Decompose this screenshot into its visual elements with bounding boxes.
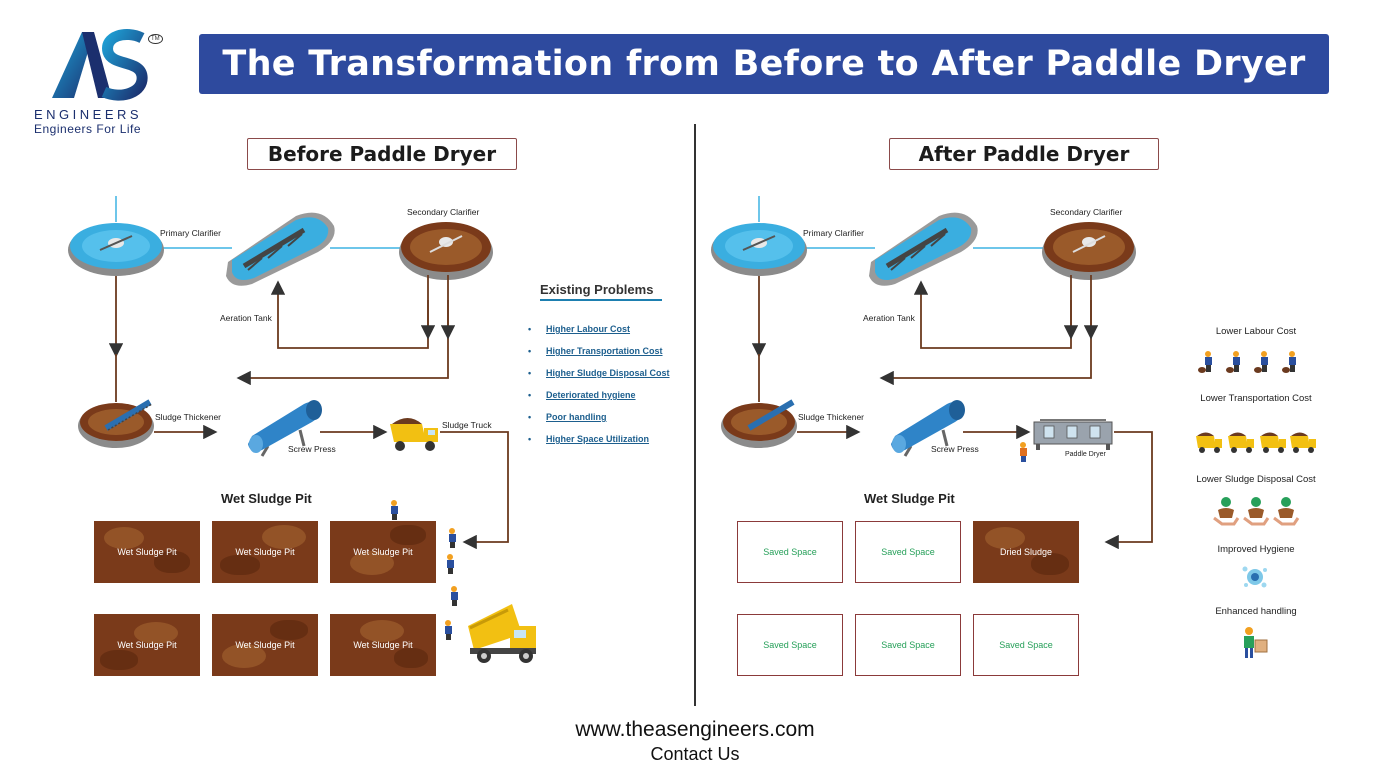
after-primary-clarifier-icon bbox=[711, 223, 807, 276]
page-title: The Transformation from Before to After … bbox=[222, 44, 1306, 84]
disposal-cost-icon bbox=[1213, 497, 1300, 526]
problems-title: Existing Problems bbox=[540, 282, 654, 297]
trademark-label: TM bbox=[148, 34, 163, 44]
wet-sludge-pit: Wet Sludge Pit bbox=[94, 614, 200, 676]
benefit-label: Lower Sludge Disposal Cost bbox=[1196, 474, 1316, 485]
after-aeration-tank-icon bbox=[869, 212, 978, 286]
before-process-diagram bbox=[68, 196, 536, 663]
after-secondary-clarifier-label: Secondary Clarifier bbox=[1050, 207, 1123, 217]
wet-sludge-pit: Wet Sludge Pit bbox=[212, 614, 318, 676]
before-sludge-truck-label: Sludge Truck bbox=[442, 420, 492, 430]
before-dump-truck-icon bbox=[468, 604, 536, 663]
paddle-dryer-label: Paddle Dryer bbox=[1065, 451, 1106, 458]
problem-item: •Poor handling bbox=[528, 412, 607, 422]
problem-item: •Higher Space Utilization bbox=[528, 434, 650, 444]
saved-space-box: Saved Space bbox=[737, 521, 843, 583]
saved-space-box: Saved Space bbox=[855, 614, 961, 676]
wet-sludge-pit: Wet Sludge Pit bbox=[94, 521, 200, 583]
title-banner: The Transformation from Before to After … bbox=[199, 34, 1329, 94]
wet-sludge-pit: Wet Sludge Pit bbox=[212, 521, 318, 583]
before-secondary-clarifier-icon bbox=[399, 222, 493, 280]
after-screw-press-icon bbox=[891, 400, 965, 457]
before-aeration-tank-label: Aeration Tank bbox=[220, 313, 272, 323]
benefit-label: Lower Transportation Cost bbox=[1200, 393, 1312, 404]
after-sludge-thickener-label: Sludge Thickener bbox=[798, 412, 864, 422]
hygiene-icon bbox=[1242, 566, 1267, 588]
before-screw-press-icon bbox=[248, 400, 322, 457]
logo-tagline: Engineers For Life bbox=[34, 122, 142, 136]
after-heading: After Paddle Dryer bbox=[889, 138, 1159, 170]
center-divider bbox=[694, 124, 696, 706]
after-pit-area-title: Wet Sludge Pit bbox=[864, 491, 955, 506]
handling-worker-icon bbox=[1244, 627, 1268, 658]
before-sludge-thickener-icon bbox=[78, 399, 154, 448]
paddle-dryer-icon bbox=[1033, 419, 1113, 450]
after-operator-icon bbox=[1020, 442, 1027, 462]
before-primary-clarifier-label: Primary Clarifier bbox=[160, 228, 221, 238]
after-screw-press-label: Screw Press bbox=[931, 444, 979, 454]
before-pit-area-title: Wet Sludge Pit bbox=[221, 491, 312, 506]
logo-company-name: ENGINEERS bbox=[34, 107, 143, 122]
wet-sludge-pit: Wet Sludge Pit bbox=[330, 614, 436, 676]
problem-item: •Higher Sludge Disposal Cost bbox=[528, 368, 670, 378]
before-sludge-thickener-label: Sludge Thickener bbox=[155, 412, 221, 422]
problems-underline bbox=[540, 299, 662, 301]
problem-item: •Higher Transportation Cost bbox=[528, 346, 663, 356]
after-primary-clarifier-label: Primary Clarifier bbox=[803, 228, 864, 238]
saved-space-box: Saved Space bbox=[973, 614, 1079, 676]
after-sludge-thickener-icon bbox=[721, 399, 797, 448]
problem-item: •Deteriorated hygiene bbox=[528, 390, 636, 400]
saved-space-box: Saved Space bbox=[855, 521, 961, 583]
before-secondary-clarifier-label: Secondary Clarifier bbox=[407, 207, 480, 217]
before-primary-clarifier-icon bbox=[68, 223, 164, 276]
benefit-label: Lower Labour Cost bbox=[1215, 326, 1297, 337]
before-aeration-tank-icon bbox=[226, 212, 335, 286]
after-secondary-clarifier-icon bbox=[1042, 222, 1136, 280]
labour-workers-icon bbox=[1198, 351, 1296, 373]
saved-space-box: Saved Space bbox=[737, 614, 843, 676]
website-url[interactable]: www.theasengineers.com bbox=[575, 718, 815, 741]
before-sludge-truck-icon bbox=[390, 418, 438, 451]
dried-sludge-box: Dried Sludge bbox=[973, 521, 1079, 583]
transport-trucks-icon bbox=[1196, 432, 1316, 453]
wet-sludge-pit: Wet Sludge Pit bbox=[330, 521, 436, 583]
benefit-label: Enhanced handling bbox=[1215, 606, 1297, 617]
after-aeration-tank-label: Aeration Tank bbox=[863, 313, 915, 323]
contact-us-link[interactable]: Contact Us bbox=[650, 744, 740, 764]
logo-mark-icon bbox=[52, 29, 148, 101]
problem-item: •Higher Labour Cost bbox=[528, 324, 631, 334]
before-screw-press-label: Screw Press bbox=[288, 444, 336, 454]
benefit-label: Improved Hygiene bbox=[1217, 544, 1295, 555]
after-process-diagram bbox=[711, 196, 1153, 550]
before-workers-icon bbox=[391, 500, 458, 640]
company-logo: TM ENGINEERS Engineers For Life bbox=[30, 28, 165, 138]
before-heading: Before Paddle Dryer bbox=[247, 138, 517, 170]
